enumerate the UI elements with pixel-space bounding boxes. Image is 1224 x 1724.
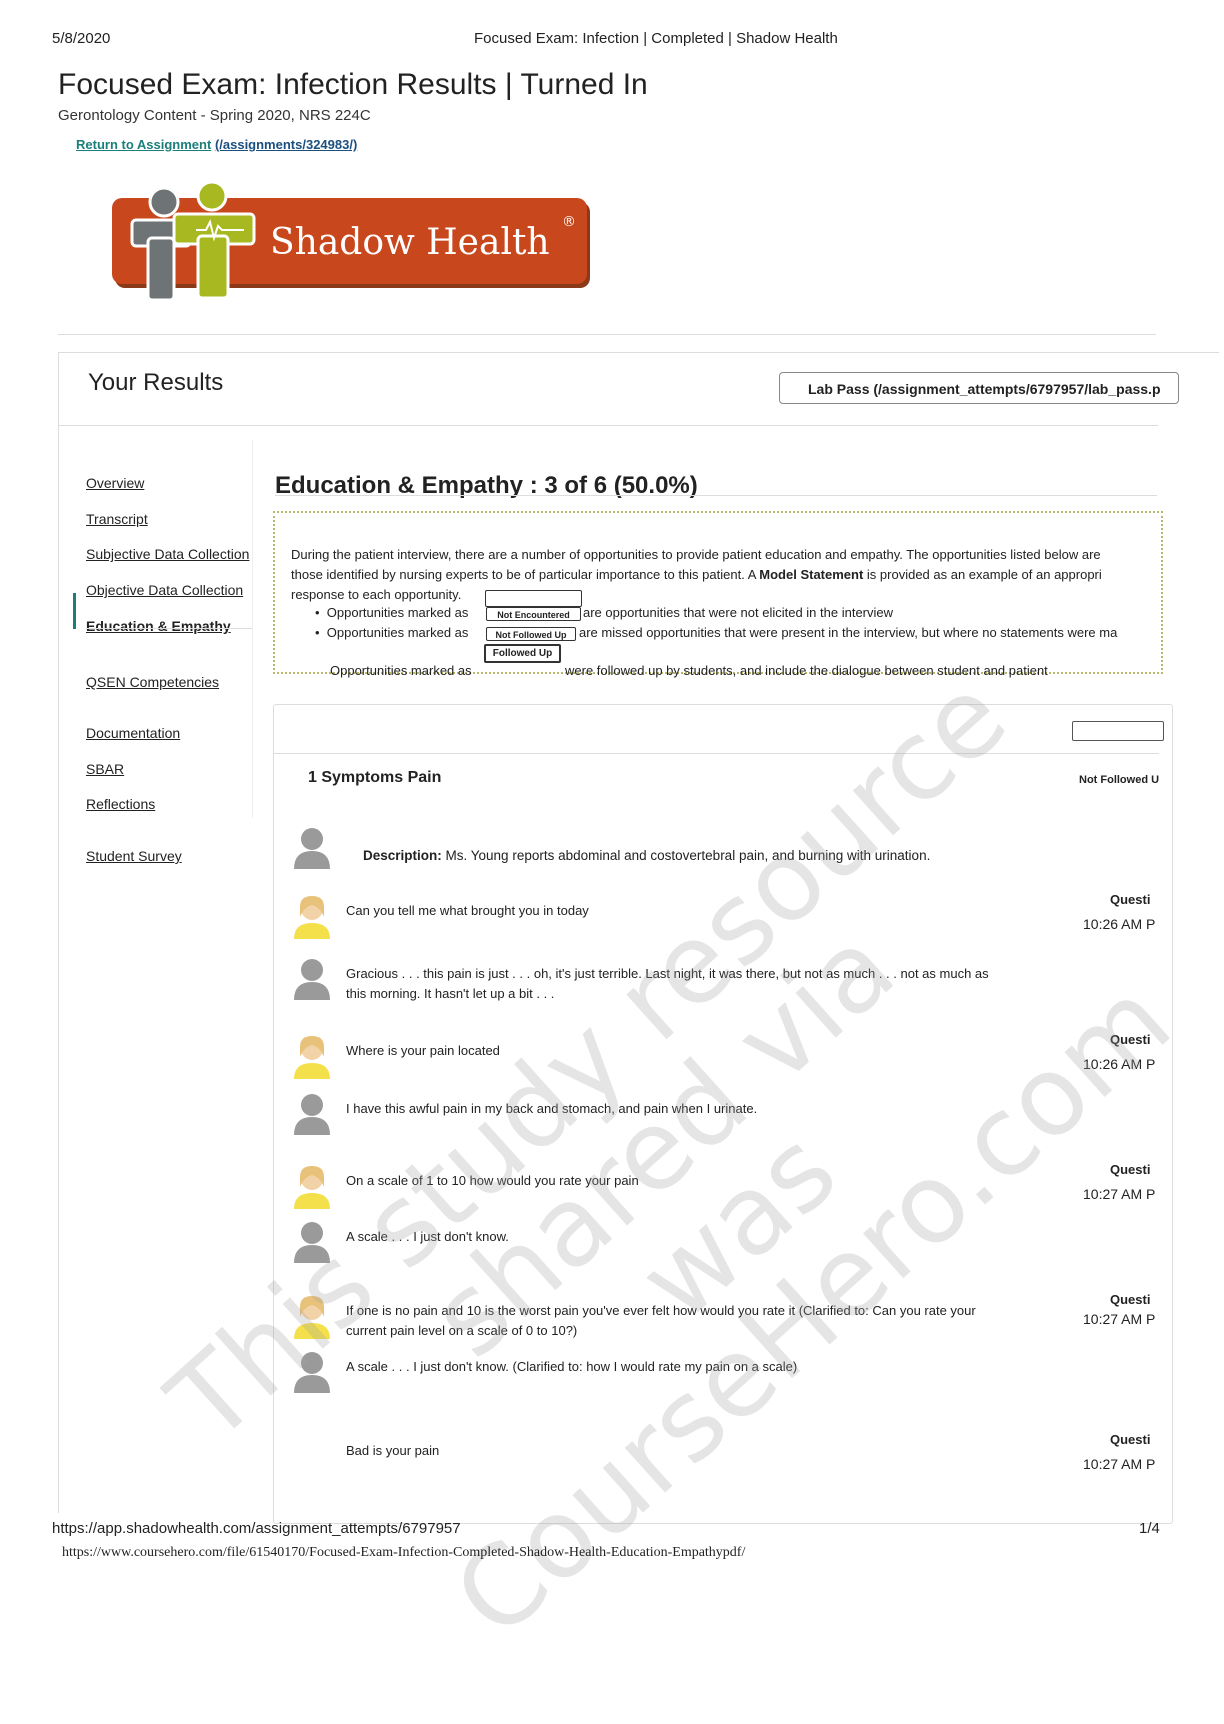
student-avatar-icon [294, 1036, 330, 1079]
shadow-health-logo: Shadow Health ® [112, 178, 592, 306]
opportunity-card [273, 704, 1173, 1524]
message-timestamp: 10:27 AM P [1083, 1311, 1156, 1327]
footer-page-number: 1/4 [1139, 1520, 1160, 1537]
lab-pass-button[interactable]: Lab Pass (/assignment_attempts/6797957/l… [779, 372, 1179, 404]
return-to-assignment-link[interactable]: Return to Assignment (/assignments/32498… [76, 137, 357, 152]
sidebar-item-education-empathy[interactable]: Education & Empathy [86, 618, 231, 634]
intro-line-3: response to each opportunity. [291, 587, 462, 602]
tag-followed-up: Followed Up [484, 644, 561, 663]
legend-prefix: Opportunities marked as [326, 625, 469, 640]
sidebar-item-subjective[interactable]: Subjective Data Collection [86, 546, 250, 562]
sidebar-item-reflections[interactable]: Reflections [86, 796, 156, 812]
student-message: On a scale of 1 to 10 how would you rate… [346, 1173, 639, 1188]
student-message: Where is your pain located [346, 1043, 500, 1058]
message-timestamp: 10:27 AM P [1083, 1186, 1156, 1202]
patient-avatar-icon [294, 828, 330, 869]
legend-prefix: Opportunities marked as [326, 605, 469, 620]
return-link-label[interactable]: Return to Assignment [76, 137, 212, 152]
print-title: Focused Exam: Infection | Completed | Sh… [474, 30, 838, 47]
patient-message: A scale . . . I just don't know. (Clarif… [346, 1359, 798, 1374]
opportunity-title: 1 Symptoms Pain [308, 769, 442, 786]
active-indicator [73, 593, 76, 629]
intro-line-2: those identified by nursing experts to b… [291, 565, 1157, 585]
filter-button[interactable] [1072, 721, 1164, 741]
legend-box [273, 511, 1163, 674]
legend-item: • Opportunities marked as [315, 605, 468, 620]
model-statement-label: Model Statement [759, 567, 864, 582]
divider [274, 753, 1159, 754]
question-label: Questi [1110, 1032, 1151, 1047]
legend-suffix: were followed up by students, and includ… [565, 663, 1048, 678]
section-title: Education & Empathy : 3 of 6 (50.0%) [275, 472, 698, 499]
sidebar-item-overview[interactable]: Overview [86, 475, 145, 491]
description-label: Description: [363, 848, 442, 863]
shadow-health-logo-icon: Shadow Health ® [112, 180, 590, 302]
question-label: Questi [1110, 1162, 1151, 1177]
intro-text: During the patient interview, there are … [291, 545, 1157, 605]
intro-line-1: During the patient interview, there are … [291, 547, 1101, 562]
divider [275, 495, 1157, 496]
opportunity-status: Not Followed U [1079, 774, 1160, 786]
sidebar-item-sbar[interactable]: SBAR [86, 761, 125, 777]
results-panel [58, 352, 1219, 1513]
student-message: Can you tell me what brought you in toda… [346, 903, 589, 918]
intro-line-2b: is provided as an example of an appropri [863, 567, 1102, 582]
patient-avatar-icon [294, 1222, 330, 1263]
sidebar-item-transcript[interactable]: Transcript [86, 511, 148, 527]
patient-avatar-icon [294, 1094, 330, 1135]
bullet-icon: • [315, 605, 327, 620]
patient-message: Gracious . . . this pain is just . . . o… [346, 966, 989, 1001]
tag-not-encountered: Not Encountered [486, 607, 581, 621]
legend-prefix: Opportunities marked as [330, 663, 472, 678]
intro-line-2a: those identified by nursing experts to b… [291, 567, 760, 582]
patient-message: A scale . . . I just don't know. [346, 1229, 509, 1244]
student-message: Bad is your pain [346, 1443, 440, 1458]
divider [58, 334, 1156, 335]
message-timestamp: 10:26 AM P [1083, 916, 1156, 932]
message-timestamp: 10:27 AM P [1083, 1456, 1156, 1472]
nav-divider [86, 628, 252, 629]
return-link-url[interactable]: (/assignments/324983/) [214, 137, 358, 152]
patient-avatar-icon [294, 1352, 330, 1393]
page-subtitle: Gerontology Content - Spring 2020, NRS 2… [58, 107, 371, 124]
footer-url: https://app.shadowhealth.com/assignment_… [52, 1520, 461, 1537]
sidebar-item-student-survey[interactable]: Student Survey [86, 848, 182, 864]
source-url: https://www.coursehero.com/file/61540170… [62, 1545, 746, 1560]
student-avatar-icon [294, 896, 330, 939]
patient-message: I have this awful pain in my back and st… [346, 1101, 758, 1116]
results-title: Your Results [88, 369, 224, 396]
print-date: 5/8/2020 [52, 30, 111, 47]
question-label: Questi [1110, 1292, 1151, 1307]
student-avatar-icon [294, 1296, 330, 1339]
sidebar-divider [252, 440, 253, 818]
student-message: If one is no pain and 10 is the worst pa… [346, 1303, 976, 1338]
legend-item: • Opportunities marked as [315, 625, 468, 640]
message-timestamp: 10:26 AM P [1083, 1056, 1156, 1072]
question-label: Questi [1110, 1432, 1151, 1447]
sidebar-item-qsen[interactable]: QSEN Competencies [86, 674, 220, 690]
legend-suffix: are opportunities that were not elicited… [583, 605, 894, 620]
bullet-icon: • [315, 625, 327, 640]
legend-empty-box [485, 590, 582, 607]
logo-wordmark: Shadow Health [270, 222, 550, 263]
student-avatar-icon [294, 1166, 330, 1209]
sidebar-item-documentation[interactable]: Documentation [86, 725, 181, 741]
question-label: Questi [1110, 892, 1151, 907]
sidebar-item-objective[interactable]: Objective Data Collection [86, 582, 244, 598]
description-text: Ms. Young reports abdominal and costover… [441, 848, 931, 863]
divider [58, 425, 1158, 426]
page-title: Focused Exam: Infection Results | Turned… [58, 68, 648, 101]
patient-avatar-icon [294, 959, 330, 1000]
tag-not-followed-up: Not Followed Up [486, 627, 576, 641]
legend-suffix: are missed opportunities that were prese… [579, 625, 1118, 640]
registered-mark: ® [562, 214, 576, 230]
description: Description: Ms. Young reports abdominal… [363, 846, 1013, 866]
